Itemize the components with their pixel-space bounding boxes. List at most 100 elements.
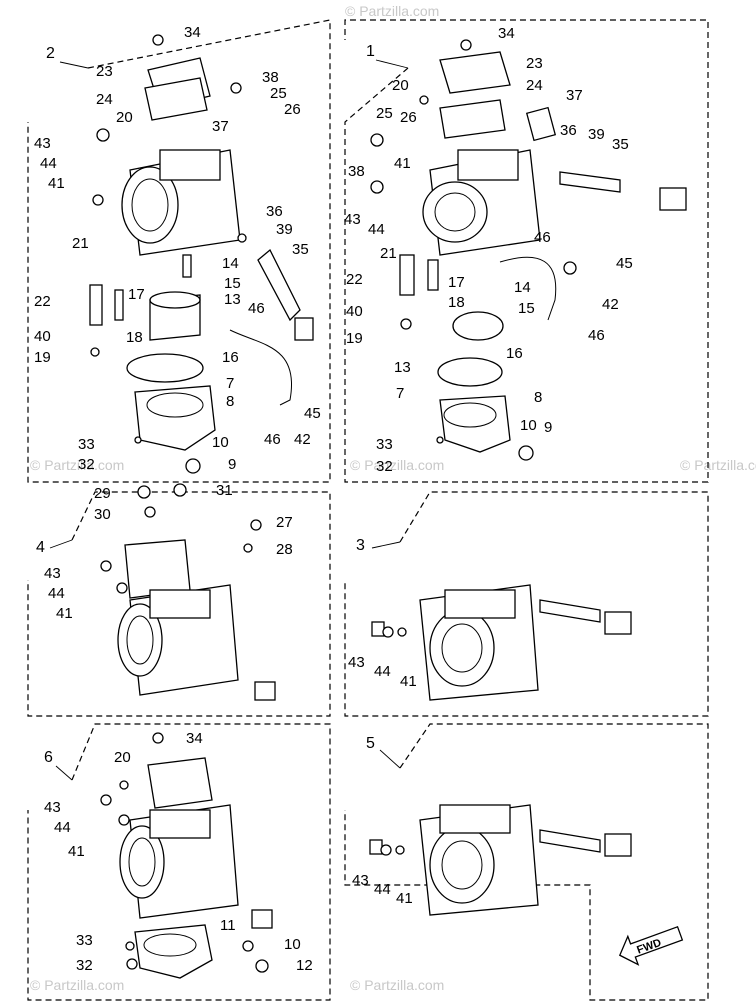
callouts-assembly-2: 34 23 24 38 25 26 20 37 43 44 41 21 36 3… xyxy=(34,24,321,473)
callout: 10 xyxy=(520,417,537,434)
assembly-label-3: 3 xyxy=(356,537,365,554)
callout: 10 xyxy=(212,434,229,451)
callout: 34 xyxy=(498,25,515,42)
callout: 36 xyxy=(266,203,283,220)
callout: 27 xyxy=(276,514,293,531)
callout: 26 xyxy=(284,101,301,118)
callouts-assembly-3: 43 44 41 xyxy=(348,654,417,690)
callout: 37 xyxy=(212,118,229,135)
callout: 39 xyxy=(276,221,293,238)
callout: 46 xyxy=(588,327,605,344)
callout: 44 xyxy=(48,585,65,602)
assembly-label-6: 6 xyxy=(44,749,53,766)
callout: 37 xyxy=(566,87,583,104)
callout: 44 xyxy=(54,819,71,836)
callout: 44 xyxy=(368,221,385,238)
callout: 23 xyxy=(96,63,113,80)
callout: 41 xyxy=(400,673,417,690)
callout: 22 xyxy=(346,271,363,288)
callout: 20 xyxy=(116,109,133,126)
callout: 42 xyxy=(602,296,619,313)
callout: 14 xyxy=(222,255,239,272)
callout: 43 xyxy=(344,211,361,228)
callout: 9 xyxy=(228,456,236,473)
callout: 21 xyxy=(380,245,397,262)
callout: 22 xyxy=(34,293,51,310)
callout: 44 xyxy=(374,663,391,680)
assembly-label-2: 2 xyxy=(46,45,55,62)
float-bowl-icon xyxy=(134,924,213,979)
callout: 15 xyxy=(224,275,241,292)
panel-assembly-4: 4 29 31 27 30 28 43 44 41 xyxy=(27,482,331,717)
callout: 43 xyxy=(44,565,61,582)
callout: 17 xyxy=(128,286,145,303)
panel-assembly-2: 2 34 23 24 38 25 26 xyxy=(27,19,331,483)
callout: 7 xyxy=(396,385,404,402)
callout: 43 xyxy=(34,135,51,152)
callout: 18 xyxy=(126,329,143,346)
callout: 23 xyxy=(526,55,543,72)
callout: 11 xyxy=(220,917,236,934)
callout: 8 xyxy=(226,393,234,410)
callout: 24 xyxy=(526,77,543,94)
callout: 41 xyxy=(396,890,413,907)
callout: 21 xyxy=(72,235,89,252)
callout: 35 xyxy=(292,241,309,258)
callout: 20 xyxy=(392,77,409,94)
panel-assembly-1: 1 34 23 24 20 37 25 26 xyxy=(344,19,709,483)
callout: 13 xyxy=(224,291,241,308)
callout: 16 xyxy=(222,349,239,366)
callout: 25 xyxy=(376,105,393,122)
assembly-label-5: 5 xyxy=(366,735,375,752)
callout: 42 xyxy=(294,431,311,448)
callout: 32 xyxy=(78,456,95,473)
callout: 44 xyxy=(40,155,57,172)
watermark-3: © Partzilla.com xyxy=(680,457,756,473)
callout: 43 xyxy=(44,799,61,816)
callout: 44 xyxy=(374,881,391,898)
callout: 20 xyxy=(114,749,131,766)
callout: 40 xyxy=(346,303,363,320)
callout: 16 xyxy=(506,345,523,362)
callouts-assembly-6: 34 20 43 44 41 33 11 10 32 12 xyxy=(44,730,313,974)
panel-assembly-6: 6 34 20 43 44 41 33 11 10 32 12 xyxy=(27,723,331,1001)
callout: 17 xyxy=(448,274,465,291)
callout: 46 xyxy=(248,300,265,317)
fwd-arrow-icon: FWD xyxy=(618,925,684,966)
callout: 46 xyxy=(534,229,551,246)
callout: 35 xyxy=(612,136,629,153)
callout: 43 xyxy=(348,654,365,671)
assembly-label-1: 1 xyxy=(366,43,375,60)
callout: 15 xyxy=(518,300,535,317)
callout: 46 xyxy=(264,431,281,448)
watermark-4: © Partzilla.com xyxy=(30,977,124,993)
callout: 9 xyxy=(544,419,552,436)
callout: 25 xyxy=(270,85,287,102)
callout: 39 xyxy=(588,126,605,143)
callout: 24 xyxy=(96,91,113,108)
callouts-assembly-4: 29 31 27 30 28 43 44 41 xyxy=(44,482,293,622)
callout: 30 xyxy=(94,506,111,523)
callout: 34 xyxy=(184,24,201,41)
callout: 41 xyxy=(394,155,411,172)
callout: 32 xyxy=(376,458,393,475)
callout: 28 xyxy=(276,541,293,558)
callout: 19 xyxy=(346,330,363,347)
callout: 29 xyxy=(94,485,111,502)
callout: 33 xyxy=(376,436,393,453)
callout: 8 xyxy=(534,389,542,406)
callout: 36 xyxy=(560,122,577,139)
float-bowl-icon xyxy=(439,395,511,453)
callouts-assembly-5: 43 44 41 xyxy=(352,872,413,907)
assembly-label-4: 4 xyxy=(36,539,45,556)
callout: 32 xyxy=(76,957,93,974)
callout: 41 xyxy=(56,605,73,622)
callout: 38 xyxy=(348,163,365,180)
fwd-label: FWD xyxy=(635,937,663,957)
watermark-5: © Partzilla.com xyxy=(350,977,444,993)
callout: 33 xyxy=(76,932,93,949)
watermark-top: © Partzilla.com xyxy=(345,3,439,19)
callout: 41 xyxy=(68,843,85,860)
callout: 19 xyxy=(34,349,51,366)
callout: 45 xyxy=(304,405,321,422)
